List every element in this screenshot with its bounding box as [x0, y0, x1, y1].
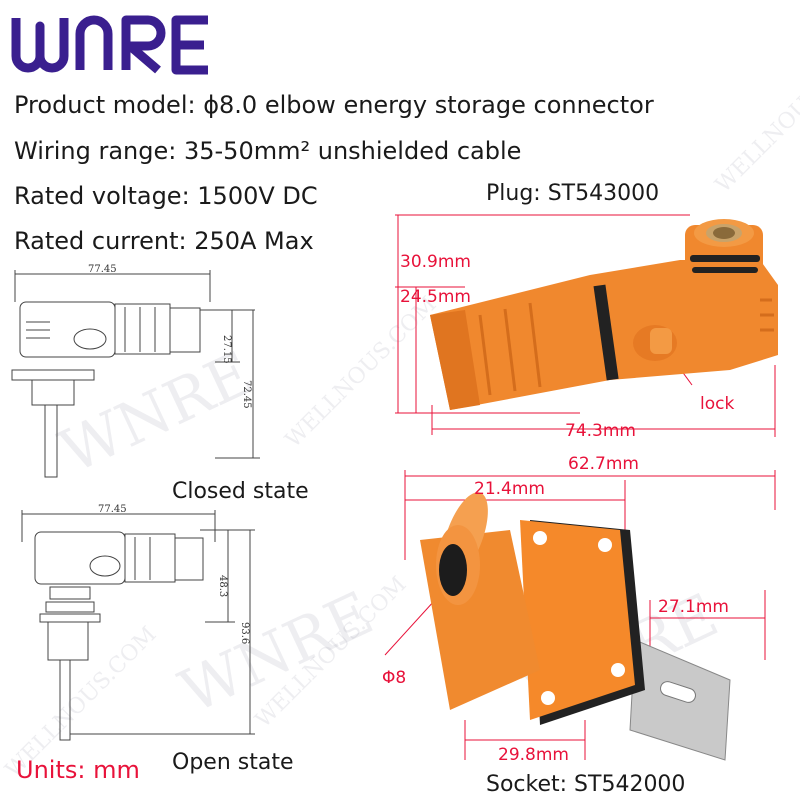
closed-state-caption: Closed state [172, 479, 309, 504]
plug-title: Plug: ST543000 [486, 181, 660, 206]
watermark-site: WELLNOUS.COM [710, 37, 800, 198]
socket-dim-flange: 29.8mm [498, 745, 569, 765]
socket-dim-tab: 27.1mm [658, 597, 729, 617]
plug-dim-height-outer: 30.9mm [400, 252, 471, 272]
socket-dim-overall: 62.7mm [568, 454, 639, 474]
socket-dim-partial: 21.4mm [474, 479, 545, 499]
closed-dim-height-total: 72.45 [241, 380, 252, 409]
closed-dim-width: 77.45 [88, 264, 117, 275]
plug-lock-label: lock [700, 394, 735, 414]
closed-state-drawing [10, 262, 280, 482]
spec-voltage: Rated voltage: 1500V DC [14, 182, 318, 210]
socket-dim-bore: Φ8 [382, 668, 407, 688]
open-dim-height-small: 48.3 [217, 575, 228, 598]
plug-image [380, 205, 800, 440]
open-dim-width: 77.45 [98, 504, 127, 515]
plug-dim-height-inner: 24.5mm [400, 287, 471, 307]
open-state-caption: Open state [172, 750, 294, 775]
spec-current: Rated current: 250A Max [14, 227, 314, 255]
spec-model: Product model: ϕ8.0 elbow energy storage… [14, 91, 654, 119]
spec-wiring: Wiring range: 35-50mm² unshielded cable [14, 137, 522, 165]
open-dim-height-total: 93.6 [239, 622, 250, 645]
units-label: Units: mm [16, 756, 140, 784]
plug-dim-length: 74.3mm [565, 421, 636, 441]
socket-image [380, 470, 790, 770]
open-state-drawing [10, 502, 280, 747]
brand-logo [8, 8, 248, 86]
socket-title: Socket: ST542000 [486, 772, 686, 797]
closed-dim-height-small: 27.15 [221, 335, 232, 364]
